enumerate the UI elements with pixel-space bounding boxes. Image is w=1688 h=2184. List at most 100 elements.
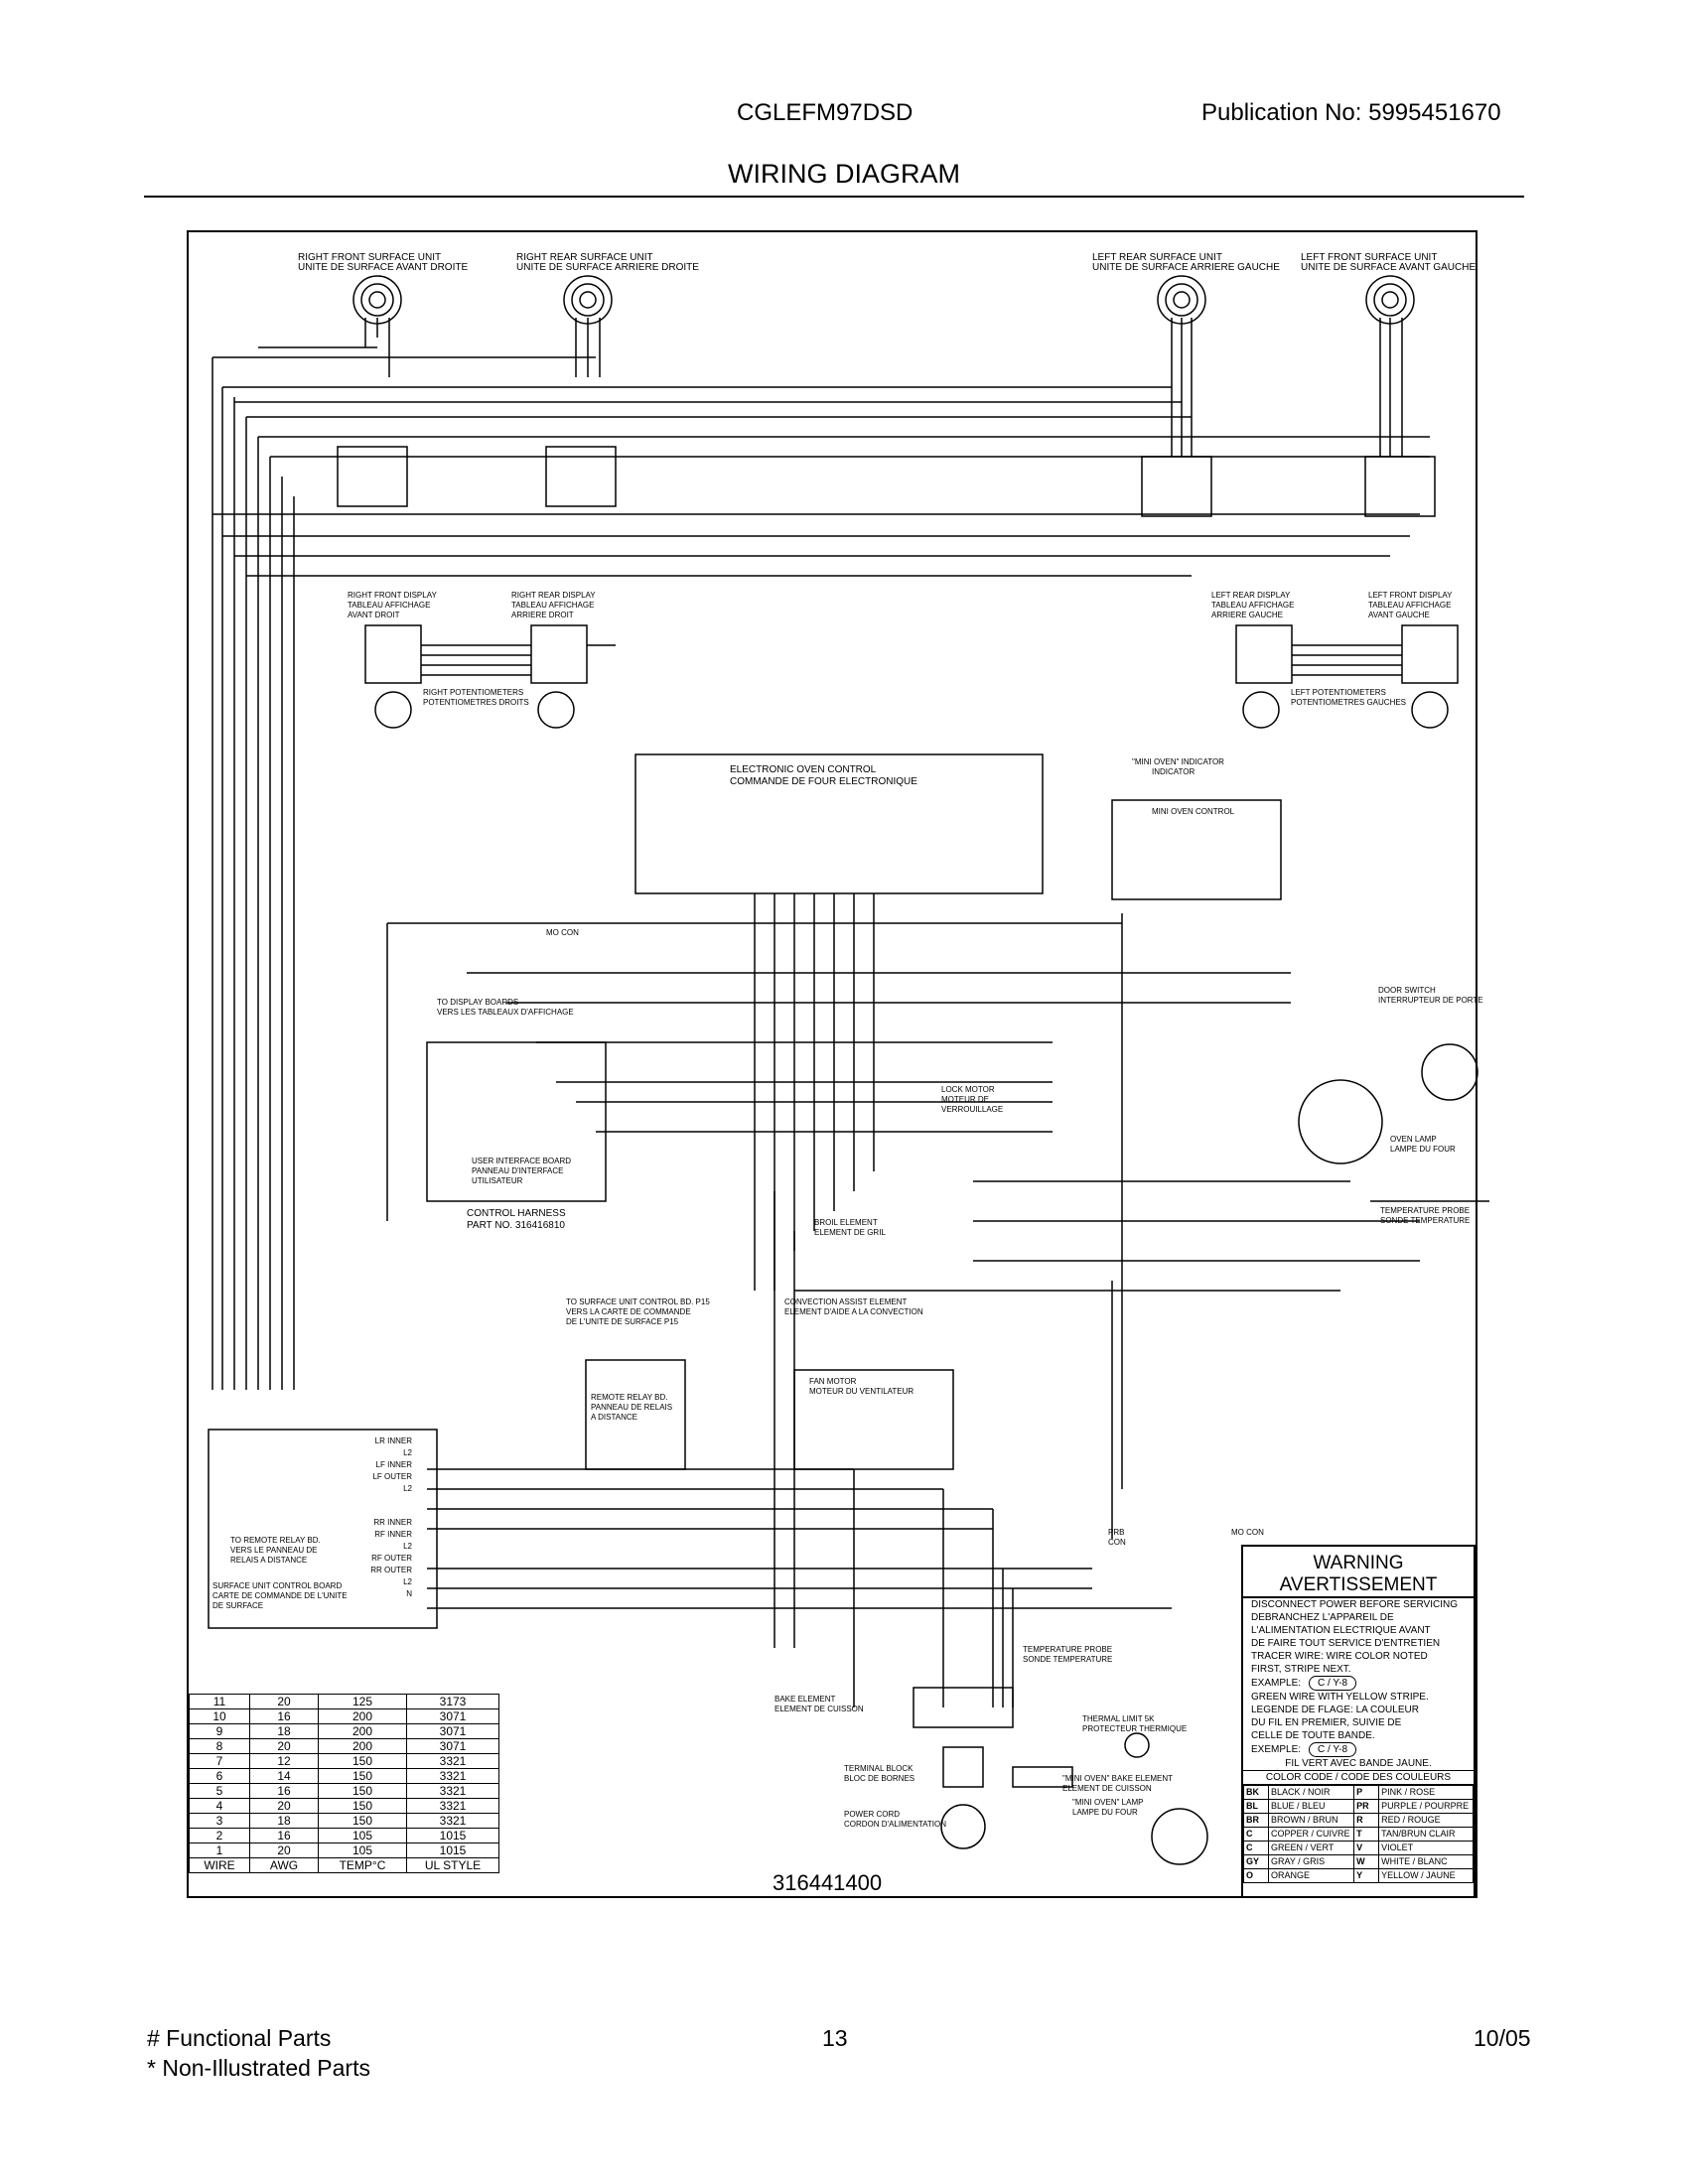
surface-board-label-fr: CARTE DE COMMANDE DE L'UNITE: [212, 1591, 348, 1600]
mini-indicator-label-2: INDICATOR: [1152, 767, 1195, 776]
lf-surface-coil-icon: [1365, 275, 1415, 325]
fan-motor-label: FAN MOTOR: [809, 1377, 857, 1386]
lf-potentiometer-icon: [1411, 691, 1449, 729]
wire-table-cell: 8: [189, 1738, 250, 1754]
wire-header-cell: AWG: [249, 1857, 319, 1873]
example-row: EXAMPLE:C / Y-8: [1243, 1676, 1474, 1691]
control-harness-label: CONTROL HARNESS: [467, 1208, 566, 1219]
color-code-cell: R: [1353, 1813, 1380, 1828]
wire-table-cell: 20: [249, 1738, 319, 1754]
wire-table-cell: 20: [249, 1694, 319, 1709]
mini-bake-label-fr: ELEMENT DE CUISSON: [1062, 1784, 1152, 1793]
rr-display-label-fr: TABLEAU AFFICHAGE: [511, 601, 594, 610]
wire-table-cell: 1: [189, 1843, 250, 1858]
lf-display-label-fr: TABLEAU AFFICHAGE: [1368, 601, 1451, 610]
lf-unit-label: LEFT FRONT SURFACE UNIT: [1301, 252, 1437, 263]
wire-table-cell: 200: [318, 1738, 407, 1754]
lf-display-label-fr2: AVANT GAUCHE: [1368, 611, 1430, 619]
bake-label-fr: ELEMENT DE CUISSON: [774, 1705, 864, 1713]
fan-motor-label-fr: MOTEUR DU VENTILATEUR: [809, 1387, 914, 1396]
power-cord-label: POWER CORD: [844, 1810, 900, 1819]
wire-table-cell: 150: [318, 1813, 407, 1829]
warning-title-fr: AVERTISSEMENT: [1243, 1574, 1474, 1598]
wire-table-cell: 3071: [406, 1723, 499, 1739]
surface-pin: L2: [403, 1448, 412, 1457]
publication-number: Publication No: 5995451670: [1201, 99, 1501, 126]
surface-pin: RR OUTER: [370, 1566, 412, 1574]
revision-date: 10/05: [1474, 2025, 1531, 2051]
example-text-fr: FIL VERT AVEC BANDE JAUNE.: [1285, 1758, 1432, 1769]
lf-limit-switch: [1364, 456, 1436, 517]
rf-potentiometer-icon: [374, 691, 412, 729]
surface-pin: L2: [403, 1542, 412, 1551]
color-code-cell: COPPER / CUIVRE: [1267, 1827, 1355, 1842]
model-number: CGLEFM97DSD: [737, 99, 914, 126]
color-code-cell: GRAY / GRIS: [1267, 1854, 1355, 1869]
color-code-cell: V: [1353, 1841, 1380, 1855]
color-code-title: COLOR CODE / CODE DES COULEURS: [1243, 1770, 1474, 1785]
color-code-cell: BL: [1243, 1799, 1269, 1814]
ui-board-label: USER INTERFACE BOARD: [472, 1157, 571, 1165]
right-pots-label-fr: POTENTIOMETRES DROITS: [423, 698, 529, 707]
temp-probe-lower-label-fr: SONDE TEMPERATURE: [1023, 1655, 1112, 1664]
rf-unit-label-fr: UNITE DE SURFACE AVANT DROITE: [298, 262, 468, 273]
prb-con-label-2: CON: [1108, 1538, 1126, 1547]
surface-pin: L2: [403, 1577, 412, 1586]
wire-table-cell: 20: [249, 1843, 319, 1858]
tracer-text: FIRST, STRIPE NEXT.: [1251, 1664, 1351, 1675]
lr-unit-label-fr: UNITE DE SURFACE ARRIERE GAUCHE: [1092, 262, 1280, 273]
oven-lamp-icon: [1298, 1079, 1383, 1164]
to-remote-relay-label: TO REMOTE RELAY BD.: [230, 1536, 321, 1545]
wire-table-cell: 3071: [406, 1738, 499, 1754]
exemple-code: C / Y-8: [1309, 1742, 1357, 1757]
surface-board-label-fr2: DE SURFACE: [212, 1601, 263, 1610]
broil-label: BROIL ELEMENT: [814, 1218, 878, 1227]
mini-bake-label: "MINI OVEN" BAKE ELEMENT: [1062, 1774, 1173, 1783]
to-remote-relay-label-fr2: RELAIS A DISTANCE: [230, 1556, 307, 1565]
wire-table-cell: 150: [318, 1798, 407, 1814]
surface-link-label-fr: VERS LA CARTE DE COMMANDE: [566, 1307, 691, 1316]
surface-pin: LR INNER: [375, 1436, 413, 1445]
right-pots-label: RIGHT POTENTIOMETERS: [423, 688, 523, 697]
terminal-block-box: [913, 1687, 1014, 1728]
color-code-cell: PURPLE / POURPRE: [1378, 1799, 1474, 1814]
color-code-cell: W: [1353, 1854, 1380, 1869]
color-code-cell: VIOLET: [1378, 1841, 1474, 1855]
wire-table-cell: 1015: [406, 1843, 499, 1858]
warning-line: DISCONNECT POWER BEFORE SERVICING: [1251, 1599, 1458, 1610]
lf-display-box: [1401, 624, 1459, 684]
rr-display-box: [530, 624, 588, 684]
color-code-cell: O: [1243, 1868, 1269, 1883]
surface-pin: RF OUTER: [371, 1554, 412, 1563]
warning-line: DE FAIRE TOUT SERVICE D'ENTRETIEN: [1251, 1638, 1441, 1649]
mini-indicator-label: "MINI OVEN" INDICATOR: [1132, 757, 1224, 766]
exemple-label: EXEMPLE:: [1251, 1744, 1302, 1755]
wire-table-cell: 5: [189, 1783, 250, 1799]
mini-oven-control-board: [1111, 799, 1282, 900]
eoc-label: ELECTRONIC OVEN CONTROL: [730, 764, 877, 775]
lock-motor-label: LOCK MOTOR: [941, 1085, 995, 1094]
color-code-cell: BK: [1243, 1785, 1269, 1800]
color-code-cell: BLACK / NOIR: [1267, 1785, 1355, 1800]
color-code-cell: P: [1353, 1785, 1380, 1800]
color-code-cell: YELLOW / JAUNE: [1378, 1868, 1474, 1883]
surface-pin: N: [406, 1589, 412, 1598]
wire-table-cell: 18: [249, 1723, 319, 1739]
color-code-cell: C: [1243, 1841, 1269, 1855]
wire-table-cell: 16: [249, 1828, 319, 1843]
remote-relay-label: REMOTE RELAY BD.: [591, 1393, 668, 1402]
lr-display-label: LEFT REAR DISPLAY: [1211, 591, 1291, 600]
oven-lamp-label: OVEN LAMP: [1390, 1135, 1437, 1144]
wire-table-cell: 150: [318, 1753, 407, 1769]
display-boards-label: TO DISPLAY BOARDS: [437, 998, 518, 1007]
wire-table-cell: 3321: [406, 1798, 499, 1814]
